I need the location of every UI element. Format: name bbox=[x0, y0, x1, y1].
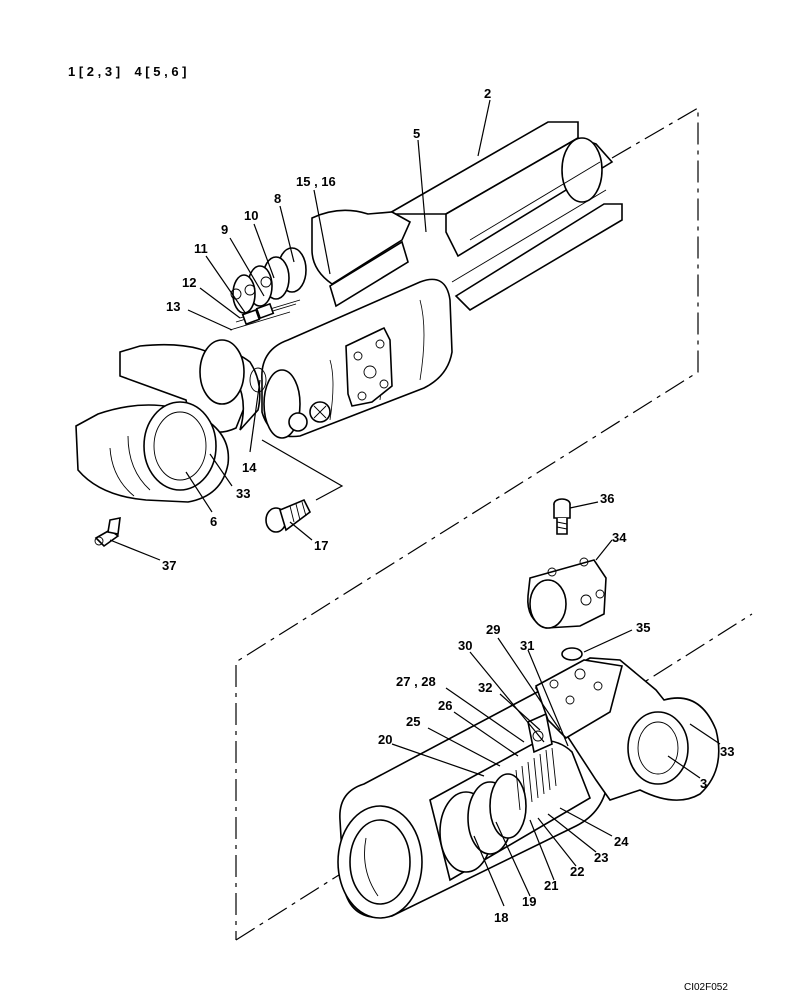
o-ring-35 bbox=[561, 647, 583, 661]
callout-30: 30 bbox=[458, 638, 472, 653]
callout-6: 6 bbox=[210, 514, 217, 529]
callout-19: 19 bbox=[522, 894, 536, 909]
callout-27-28: 27 , 28 bbox=[396, 674, 436, 689]
callout-18: 18 bbox=[494, 910, 508, 925]
callout-35: 35 bbox=[636, 620, 650, 635]
callout-11: 11 bbox=[194, 241, 208, 256]
callout-labels: 2 5 15 , 16 8 10 9 11 12 13 14 33 6 17 3… bbox=[162, 86, 734, 925]
bolt-17 bbox=[265, 498, 312, 533]
callout-12: 12 bbox=[182, 275, 196, 290]
callout-21: 21 bbox=[544, 878, 558, 893]
piston-rod-assembly bbox=[229, 121, 623, 439]
callout-34: 34 bbox=[612, 530, 627, 545]
callout-31: 31 bbox=[520, 638, 534, 653]
piston-threads bbox=[515, 747, 557, 811]
callout-9: 9 bbox=[221, 222, 228, 237]
callout-37: 37 bbox=[162, 558, 176, 573]
grease-fitting bbox=[94, 516, 121, 548]
callout-20: 20 bbox=[378, 732, 392, 747]
cylinder-tube-assembly bbox=[337, 657, 720, 919]
callout-24: 24 bbox=[614, 834, 629, 849]
callout-14: 14 bbox=[242, 460, 257, 475]
callout-15-16: 15 , 16 bbox=[296, 174, 336, 189]
callout-22: 22 bbox=[570, 864, 584, 879]
callout-5: 5 bbox=[413, 126, 420, 141]
rod-end-eye bbox=[75, 339, 267, 503]
callout-33-upper: 33 bbox=[236, 486, 250, 501]
callout-25: 25 bbox=[406, 714, 420, 729]
port-block-34 bbox=[527, 557, 607, 629]
bolt-36 bbox=[553, 498, 571, 535]
callout-36: 36 bbox=[600, 491, 614, 506]
callout-17: 17 bbox=[314, 538, 328, 553]
callout-29: 29 bbox=[486, 622, 500, 637]
callout-23: 23 bbox=[594, 850, 608, 865]
leader-lines bbox=[109, 99, 721, 907]
callout-10: 10 bbox=[244, 208, 258, 223]
header-assembly-reference: 1 [ 2 , 3 ] 4 [ 5 , 6 ] bbox=[68, 64, 187, 79]
callout-33-lower: 33 bbox=[720, 744, 734, 759]
callout-26: 26 bbox=[438, 698, 452, 713]
callout-3: 3 bbox=[700, 776, 707, 791]
callout-8: 8 bbox=[274, 191, 281, 206]
callout-13: 13 bbox=[166, 299, 180, 314]
figure-code: CI02F052 bbox=[684, 982, 728, 993]
callout-2: 2 bbox=[484, 86, 491, 101]
callout-32: 32 bbox=[478, 680, 492, 695]
